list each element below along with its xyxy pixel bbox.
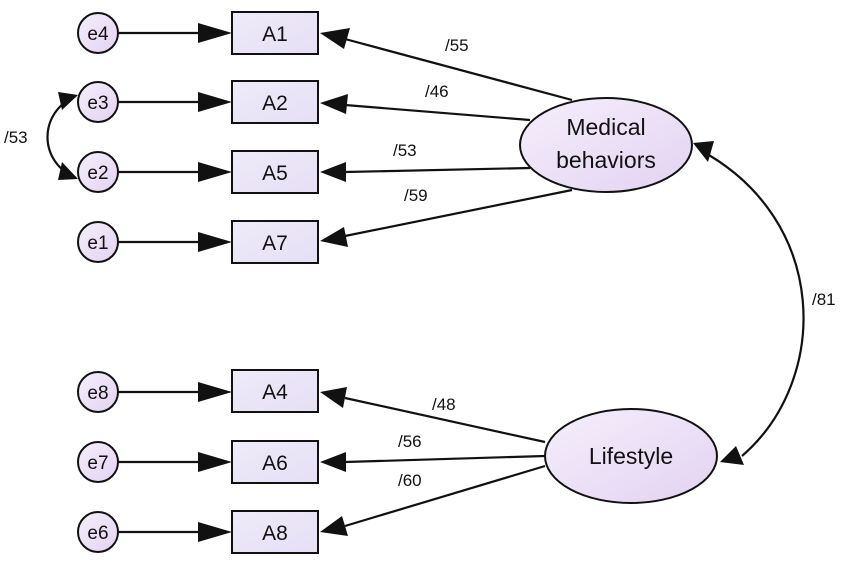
indicator-A4[interactable]: A4 xyxy=(231,369,319,413)
indicator-A7[interactable]: A7 xyxy=(231,220,319,264)
arrowhead-icon xyxy=(320,227,348,247)
error-node-e6[interactable]: e6 xyxy=(77,511,119,553)
indicator-A2[interactable]: A2 xyxy=(231,80,319,124)
error-paths xyxy=(118,23,232,542)
error-label: e6 xyxy=(87,523,108,544)
error-label: e8 xyxy=(87,383,108,404)
error-node-e3[interactable]: e3 xyxy=(77,81,119,123)
indicator-nodes: A1 A2 A5 A7 A4 A6 A8 xyxy=(231,11,319,554)
indicator-label: A1 xyxy=(262,23,288,46)
factor-lifestyle[interactable]: Lifestyle xyxy=(544,408,718,504)
arrowhead-icon xyxy=(198,522,232,542)
indicator-label: A5 xyxy=(262,162,288,185)
path-medical-A7 xyxy=(344,188,573,238)
factor-label-line1: Medical xyxy=(566,114,645,140)
covariance-curve-factors xyxy=(699,149,805,457)
factor-medical-behaviors[interactable]: Medical behaviors xyxy=(519,97,693,193)
path-medical-A1 xyxy=(344,37,573,102)
path-lifestyle-A6 xyxy=(344,454,546,464)
arrowhead-icon xyxy=(198,382,232,402)
loading-label-medical-A5: /53 xyxy=(393,141,417,160)
error-label: e1 xyxy=(87,233,108,254)
arrowhead-icon xyxy=(198,232,232,252)
arrowhead-icon xyxy=(320,452,346,472)
arrowhead-icon xyxy=(320,516,348,536)
factor-label: Lifestyle xyxy=(589,443,673,469)
arrowhead-icon xyxy=(58,92,78,110)
path-medical-A5 xyxy=(344,166,531,174)
indicator-A1[interactable]: A1 xyxy=(231,11,319,55)
factor-label-line2: behaviors xyxy=(556,147,656,173)
arrowhead-icon xyxy=(198,452,232,472)
error-nodes: e4 e3 e2 e1 e8 e7 e6 xyxy=(77,12,119,553)
arrowhead-icon xyxy=(720,446,744,465)
loading-label-medical-A1: /55 xyxy=(445,36,469,55)
covariance-label-factors: /81 xyxy=(812,290,836,309)
error-label: e3 xyxy=(87,93,108,114)
error-node-e2[interactable]: e2 xyxy=(77,151,119,193)
path-lifestyle-A4 xyxy=(344,396,546,444)
loading-label-medical-A2: /46 xyxy=(425,82,449,101)
arrowhead-icon xyxy=(693,141,714,162)
loading-label-medical-A7: /59 xyxy=(404,186,428,205)
indicator-A5[interactable]: A5 xyxy=(231,150,319,194)
medical-loadings: /55 /46 /53 /59 xyxy=(320,28,573,247)
covariance-e3-e2: /53 xyxy=(4,92,78,180)
error-label: e2 xyxy=(87,163,108,184)
path-medical-A2 xyxy=(344,103,531,122)
arrowhead-icon xyxy=(198,92,232,112)
arrowhead-icon xyxy=(198,162,232,182)
arrowhead-icon xyxy=(320,28,350,49)
loading-label-lifestyle-A4: /48 xyxy=(432,395,456,414)
indicator-label: A4 xyxy=(262,381,288,404)
covariance-label-e3-e2: /53 xyxy=(4,128,28,147)
indicator-A6[interactable]: A6 xyxy=(231,440,319,484)
loading-label-lifestyle-A8: /60 xyxy=(398,471,422,490)
error-node-e8[interactable]: e8 xyxy=(77,371,119,413)
indicator-label: A8 xyxy=(262,522,288,545)
lifestyle-loadings: /48 /56 /60 xyxy=(320,387,546,536)
indicator-A8[interactable]: A8 xyxy=(231,510,319,554)
covariance-medical-lifestyle: /81 xyxy=(693,141,836,465)
arrowhead-icon xyxy=(198,23,232,43)
indicator-label: A7 xyxy=(262,232,288,255)
error-node-e1[interactable]: e1 xyxy=(77,221,119,263)
error-label: e4 xyxy=(87,24,109,45)
error-node-e7[interactable]: e7 xyxy=(77,441,119,483)
arrowhead-icon xyxy=(320,162,346,182)
error-node-e4[interactable]: e4 xyxy=(77,12,119,54)
loading-label-lifestyle-A6: /56 xyxy=(398,432,422,451)
indicator-label: A6 xyxy=(262,452,288,475)
path-lifestyle-A8 xyxy=(344,464,546,528)
indicator-label: A2 xyxy=(262,92,288,115)
arrowhead-icon xyxy=(320,387,347,408)
error-label: e7 xyxy=(87,453,108,474)
arrowhead-icon xyxy=(320,94,348,114)
arrowhead-icon xyxy=(58,162,78,180)
